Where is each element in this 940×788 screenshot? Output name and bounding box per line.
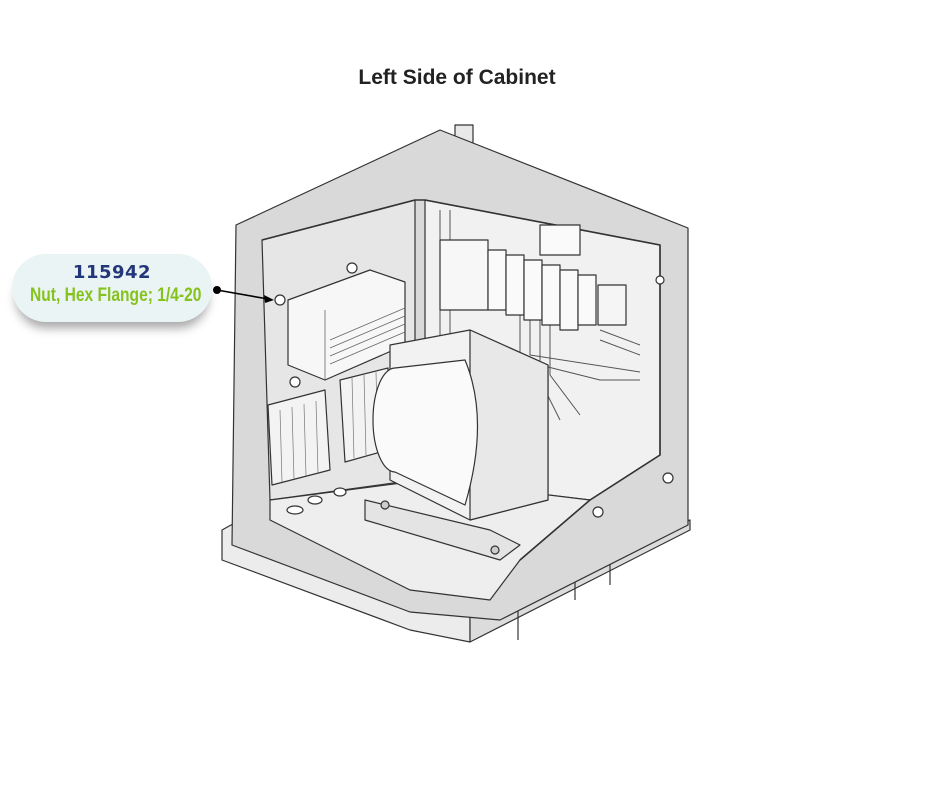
contactor [439, 239, 489, 311]
circuit-breakers [487, 224, 597, 331]
part-callout: 115942 Nut, Hex Flange; 1/4-20 [12, 254, 212, 322]
leader-line [216, 289, 269, 300]
transformer [364, 329, 549, 561]
part-description: Nut, Hex Flange; 1/4-20 [30, 285, 202, 306]
part-number: 115942 [72, 262, 152, 283]
leader-arrowhead [264, 295, 274, 303]
diagram-title: Left Side of Cabinet [358, 66, 556, 89]
